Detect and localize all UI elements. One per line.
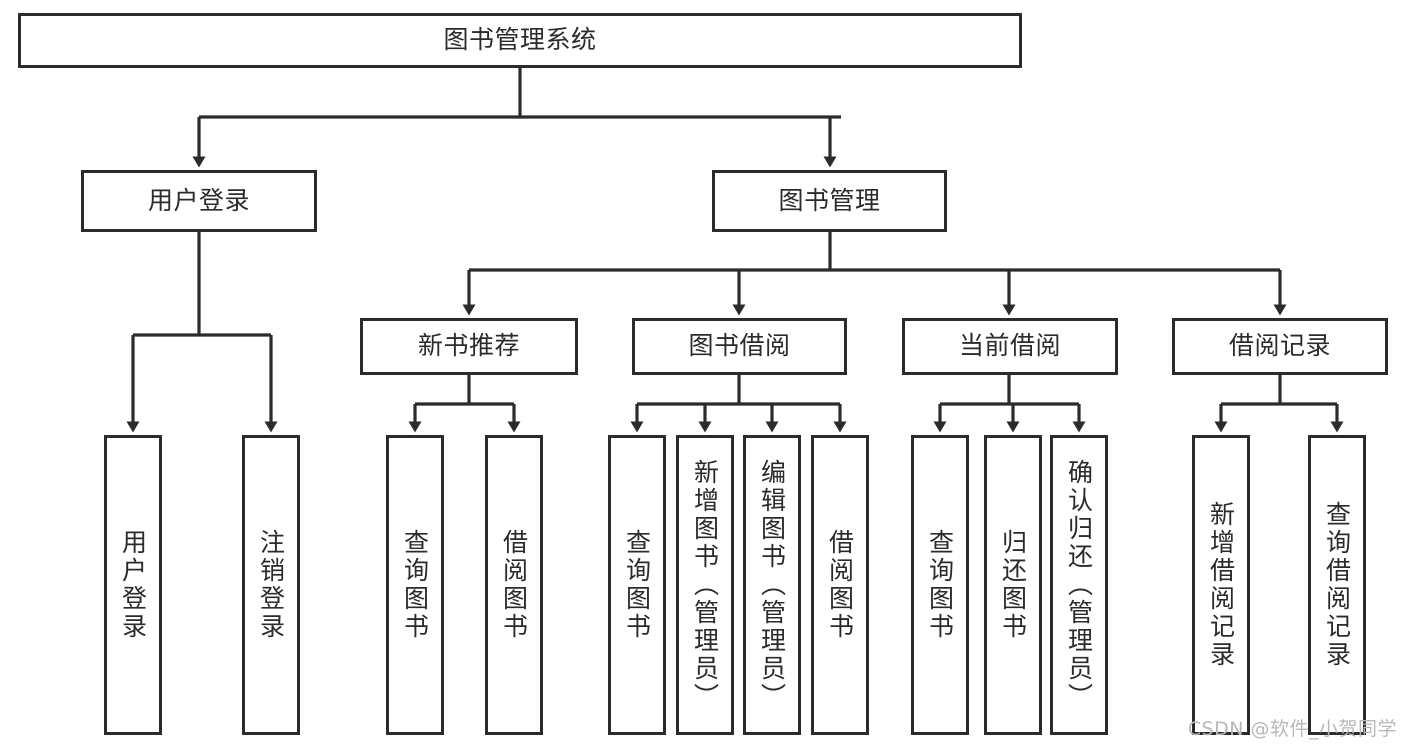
- node-leaf-bb-add-book-label: 新增图书（管理员）: [690, 459, 720, 711]
- node-leaf-bb-borrow-book-label: 借阅图书: [825, 529, 855, 641]
- node-leaf-bb-edit-book-label: 编辑图书（管理员）: [757, 459, 787, 711]
- node-leaf-bb-add-book[interactable]: 新增图书（管理员）: [676, 435, 734, 735]
- node-book-manage[interactable]: 图书管理: [712, 170, 947, 232]
- node-current-borrow-label: 当前借阅: [958, 331, 1061, 361]
- node-leaf-br-query-record[interactable]: 查询借阅记录: [1308, 435, 1366, 735]
- node-book-manage-label: 图书管理: [778, 185, 881, 215]
- node-leaf-cb-confirm-return-label: 确认归还（管理员）: [1064, 459, 1094, 711]
- watermark: CSDN @软件_小贺同学: [1187, 718, 1397, 740]
- node-user-login[interactable]: 用户登录: [81, 170, 317, 232]
- node-leaf-br-add-record[interactable]: 新增借阅记录: [1192, 435, 1250, 735]
- node-book-borrow-label: 图书借阅: [688, 331, 791, 361]
- node-leaf-cb-return-book[interactable]: 归还图书: [984, 435, 1042, 735]
- node-leaf-rec-query-book-label: 查询图书: [400, 529, 430, 641]
- node-leaf-bb-borrow-book[interactable]: 借阅图书: [811, 435, 869, 735]
- node-root[interactable]: 图书管理系统: [18, 13, 1022, 68]
- node-leaf-user-logout[interactable]: 注销登录: [242, 435, 300, 735]
- node-new-book-recommend-label: 新书推荐: [417, 331, 520, 361]
- node-leaf-cb-confirm-return[interactable]: 确认归还（管理员）: [1050, 435, 1108, 735]
- node-leaf-user-logout-label: 注销登录: [256, 529, 286, 641]
- node-book-borrow[interactable]: 图书借阅: [632, 318, 847, 375]
- node-leaf-bb-edit-book[interactable]: 编辑图书（管理员）: [743, 435, 801, 735]
- node-user-login-label: 用户登录: [147, 185, 250, 215]
- node-leaf-br-add-record-label: 新增借阅记录: [1206, 501, 1236, 669]
- node-leaf-user-login-label: 用户登录: [118, 529, 148, 641]
- node-leaf-cb-return-book-label: 归还图书: [998, 529, 1028, 641]
- node-leaf-bb-query-book[interactable]: 查询图书: [608, 435, 666, 735]
- node-leaf-cb-query-book-label: 查询图书: [925, 529, 955, 641]
- node-current-borrow[interactable]: 当前借阅: [902, 318, 1118, 375]
- node-leaf-rec-borrow-book[interactable]: 借阅图书: [485, 435, 543, 735]
- node-leaf-bb-query-book-label: 查询图书: [622, 529, 652, 641]
- node-borrow-record-label: 借阅记录: [1228, 331, 1331, 361]
- node-root-label: 图书管理系统: [443, 25, 597, 55]
- node-leaf-br-query-record-label: 查询借阅记录: [1322, 501, 1352, 669]
- node-leaf-user-login[interactable]: 用户登录: [104, 435, 162, 735]
- node-leaf-rec-borrow-book-label: 借阅图书: [499, 529, 529, 641]
- node-leaf-rec-query-book[interactable]: 查询图书: [386, 435, 444, 735]
- node-borrow-record[interactable]: 借阅记录: [1172, 318, 1388, 375]
- node-new-book-recommend[interactable]: 新书推荐: [360, 318, 578, 375]
- node-leaf-cb-query-book[interactable]: 查询图书: [911, 435, 969, 735]
